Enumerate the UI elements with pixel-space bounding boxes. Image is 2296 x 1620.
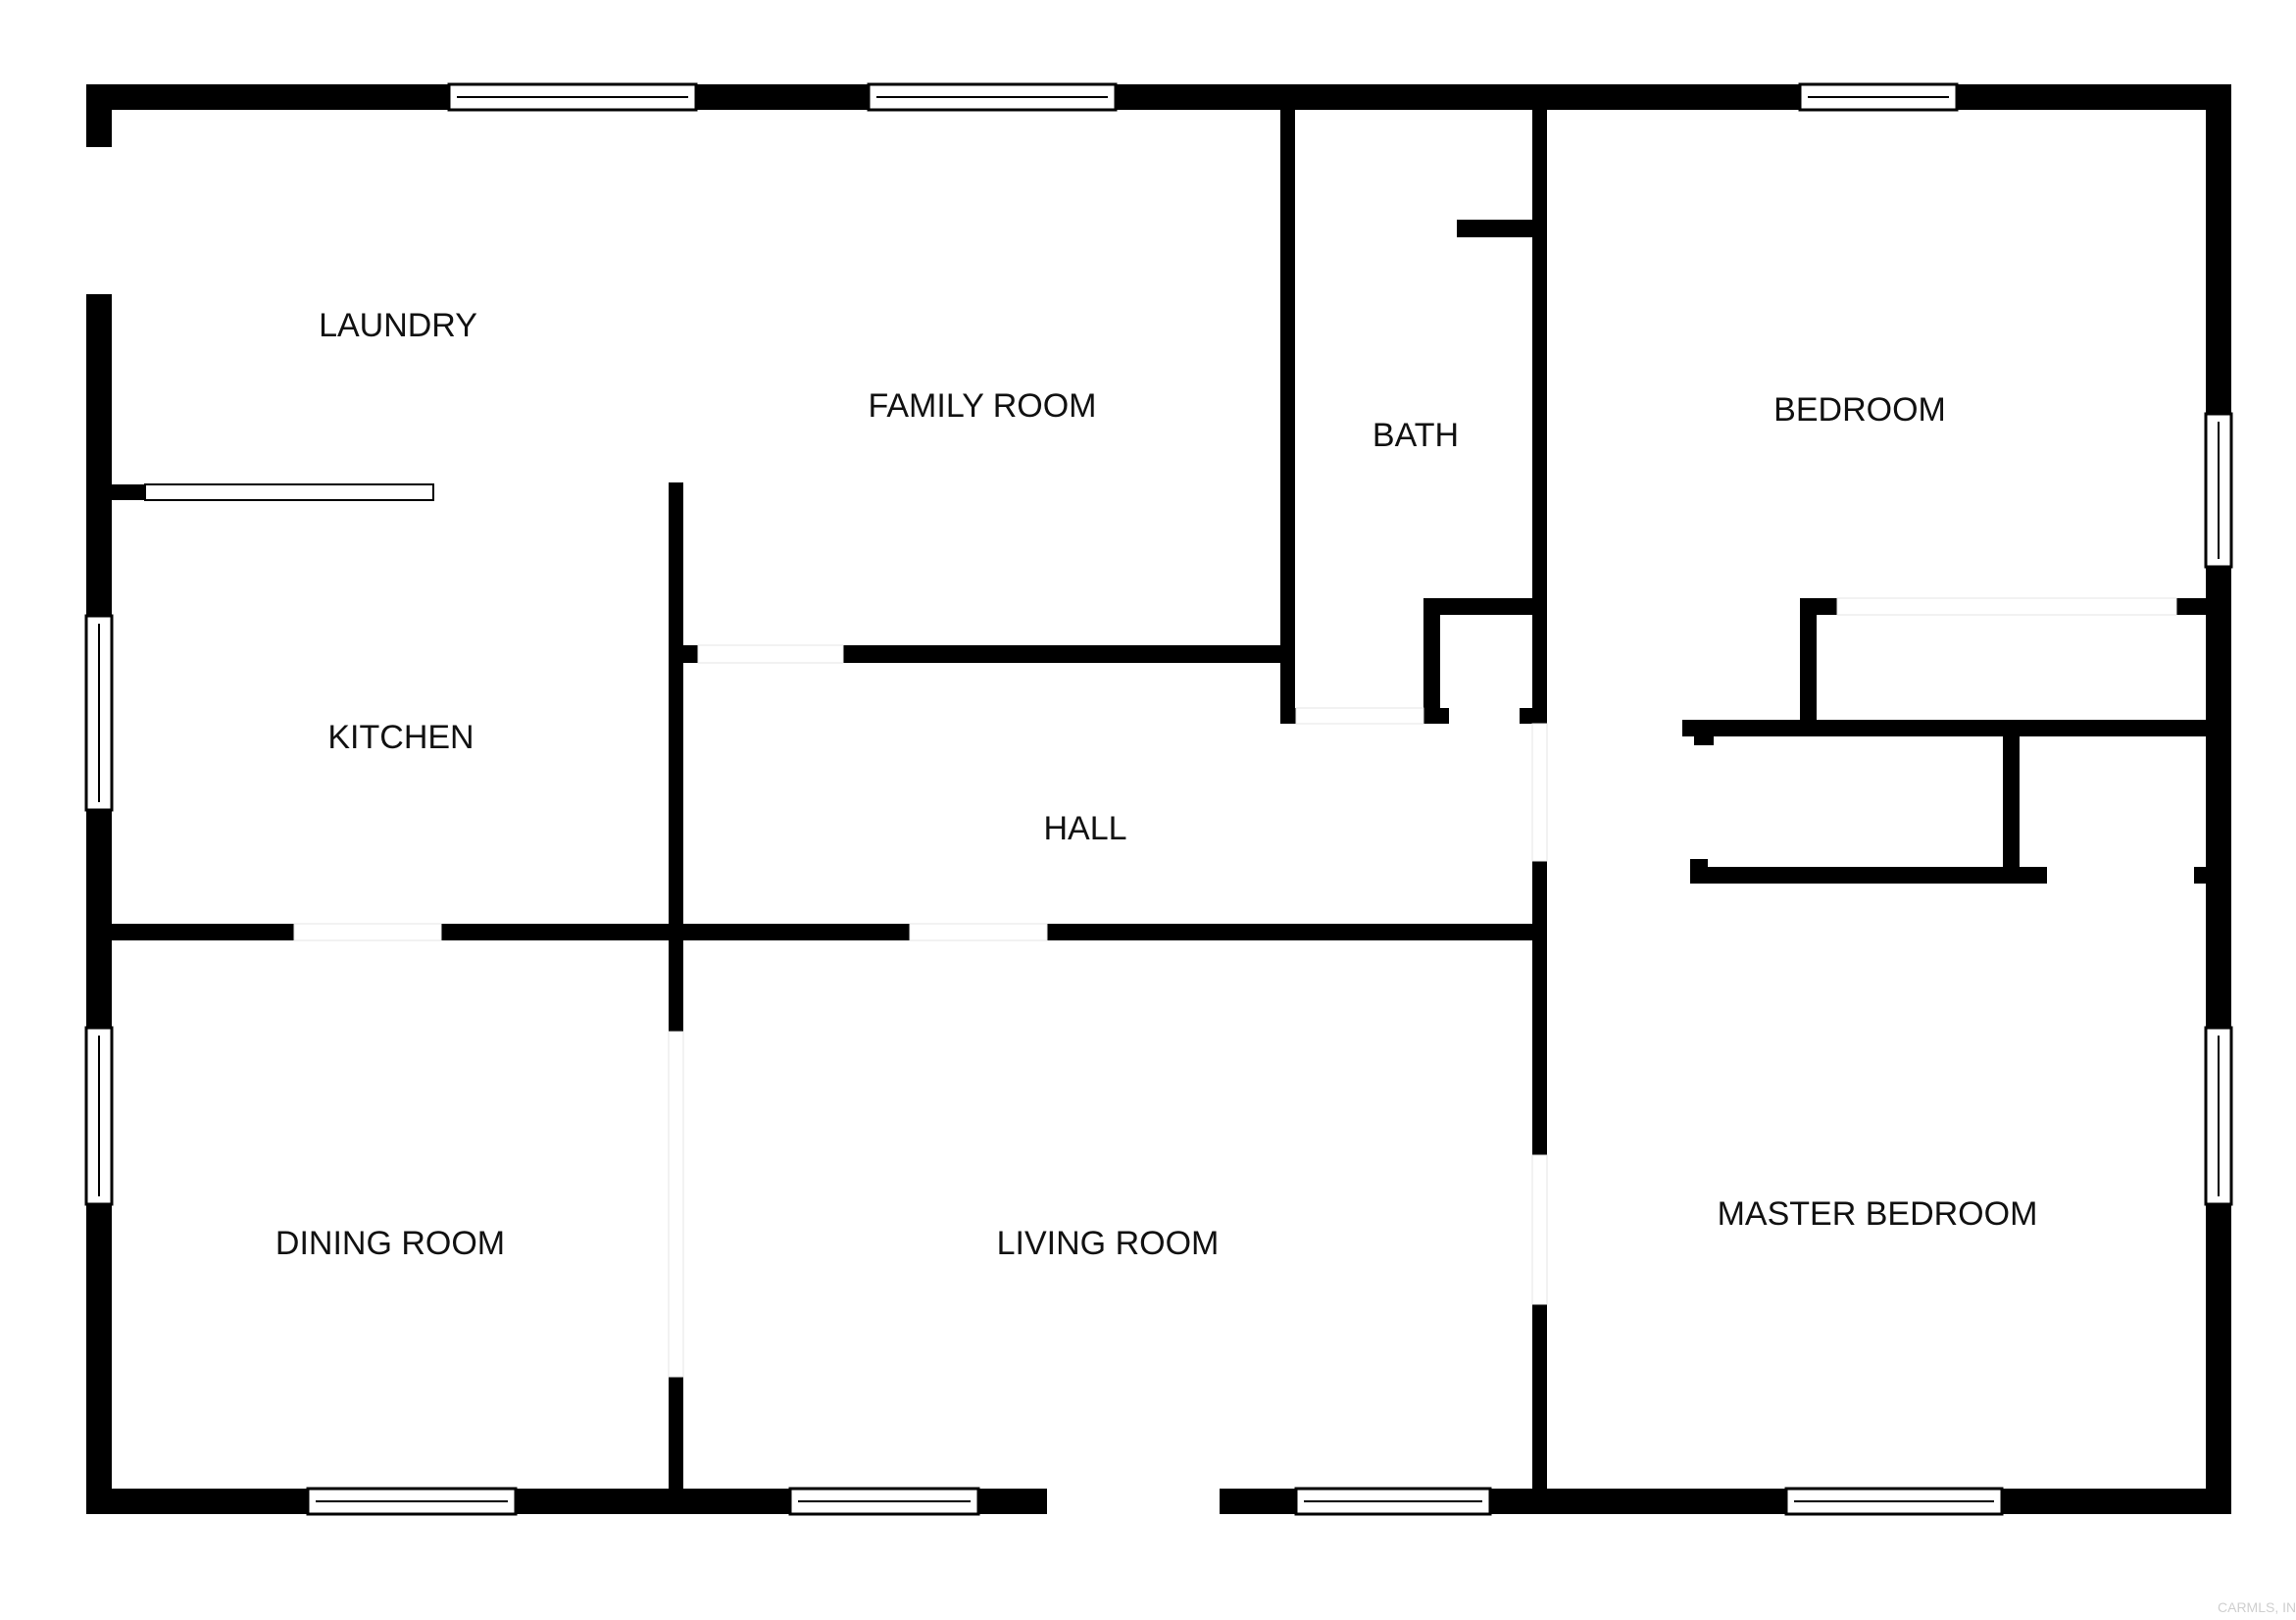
wall-bath-closet-side (1423, 598, 1440, 724)
wall-bath-bedroom (1532, 98, 1547, 724)
wall-bath-door-jamb-2 (1280, 708, 1296, 724)
door-hall-living (909, 923, 1048, 941)
wall-bedroom-bottom (1682, 720, 2216, 736)
watermark: CARMLS, INC (2218, 1599, 2296, 1615)
wall-familyroom-bath (1280, 98, 1295, 724)
wall-hall-living-right (1047, 924, 1547, 940)
label-family-room: FAMILY ROOM (868, 387, 1096, 425)
wall-bedroom-closet-top-right (2176, 598, 2216, 615)
door-familyroom-hall (697, 644, 844, 664)
windows (84, 82, 2233, 1516)
label-bedroom: BEDROOM (1773, 391, 1946, 429)
wall-hall-master-lower (1532, 1304, 1547, 1498)
label-master-bedroom: MASTER BEDROOM (1718, 1195, 2038, 1233)
door-hall-master (1531, 723, 1548, 862)
wall-bath-door-jamb (1423, 708, 1449, 724)
wall-master-closet-jamb (1690, 859, 1708, 884)
label-hall: HALL (1043, 810, 1126, 847)
partition-laundry-kitchen (144, 483, 434, 501)
door-bottom-living (1047, 1489, 1220, 1514)
wall-kitchen-hall (669, 482, 683, 1032)
door-bath-hall (1295, 707, 1424, 725)
wall-bedroom-closet-top-left (1800, 598, 1837, 615)
wall-kitchen-dining-right (441, 924, 910, 940)
wall-dining-living-bottom (669, 1377, 683, 1496)
door-kitchen-dining (293, 923, 442, 941)
wall-master-closet-bottom (1690, 867, 2047, 884)
door-master-lower (1531, 1154, 1548, 1305)
exterior-wall-right (2206, 84, 2231, 1514)
wall-bath-closet-stub (1457, 220, 1537, 237)
wall-master-closet-stub (1694, 734, 1714, 745)
opening-dining-living (668, 1031, 684, 1378)
wall-master-right-stub (2194, 867, 2216, 884)
label-dining-room: DINING ROOM (275, 1225, 505, 1262)
wall-laundry-stub (98, 484, 147, 500)
room-labels: LAUNDRY FAMILY ROOM BATH BEDROOM KITCHEN… (275, 307, 2038, 1262)
wall-hall-master-upper (1532, 861, 1547, 1155)
label-laundry: LAUNDRY (319, 307, 477, 344)
wall-bath-closet-top (1423, 598, 1541, 615)
wall-master-closet-side (2003, 734, 2020, 871)
label-kitchen: KITCHEN (327, 719, 474, 756)
wall-hall-corner (1520, 708, 1547, 724)
label-living-room: LIVING ROOM (997, 1225, 1220, 1262)
wall-dining-living-top (669, 934, 683, 1032)
opening-bedroom-closet (1836, 597, 2177, 616)
opening-left-laundry (86, 147, 112, 294)
wall-kitchen-dining-left (98, 924, 294, 940)
label-bath: BATH (1373, 417, 1459, 454)
wall-bedroom-closet-side (1800, 598, 1817, 726)
